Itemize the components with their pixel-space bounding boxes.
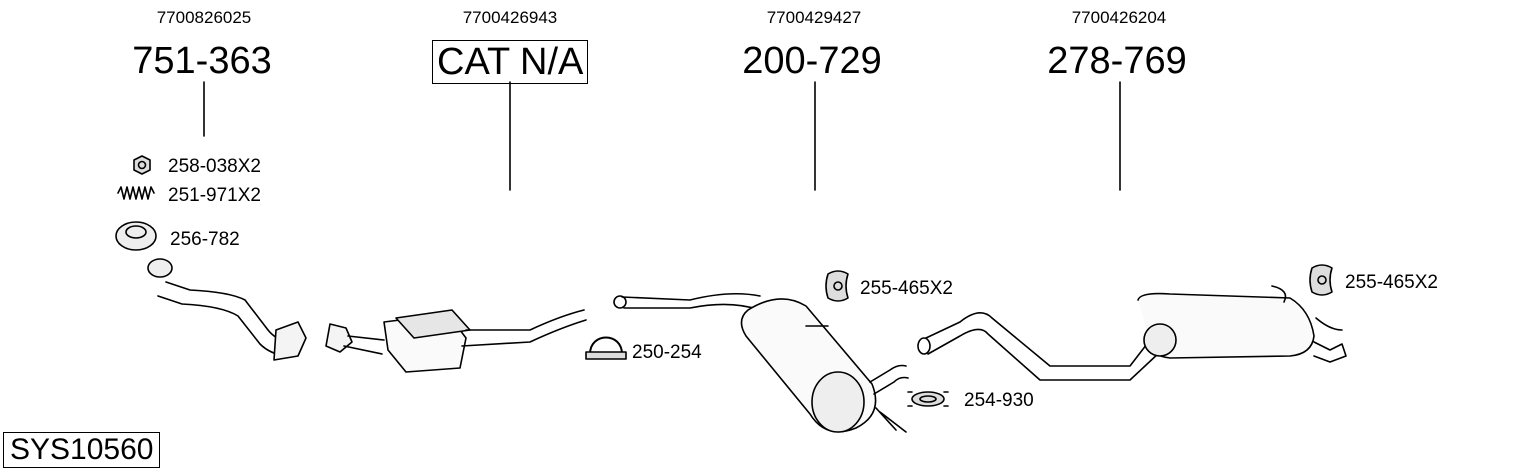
oem-number-1: 7700826025	[156, 8, 252, 27]
system-code: SYS10560	[3, 432, 161, 468]
rear-silencer	[917, 285, 1347, 381]
oem-number-3: 7700429427	[766, 8, 862, 27]
fitting-label-clamp[interactable]: 250-254	[632, 342, 702, 363]
oem-number-2: 7700426943	[462, 8, 558, 27]
part-number-2[interactable]: CAT N/A	[432, 40, 589, 84]
front-pipe	[147, 258, 307, 361]
fitting-label-hanger-1[interactable]: 255-465X2	[860, 278, 953, 299]
part-number-1[interactable]: 751-363	[132, 40, 272, 82]
fitting-label-spring[interactable]: 251-971X2	[168, 185, 261, 206]
rubber-hanger-icon	[825, 270, 849, 302]
oem-number-4: 7700426204	[1071, 8, 1167, 27]
nut-icon	[133, 155, 151, 175]
rubber-hanger-icon	[1309, 264, 1333, 296]
part-number-3[interactable]: 200-729	[742, 40, 882, 82]
clamp-icon	[585, 336, 627, 360]
fitting-label-nut[interactable]: 258-038X2	[168, 156, 261, 177]
flange-clamp-icon	[907, 391, 949, 407]
fitting-label-hanger-2[interactable]: 255-465X2	[1345, 272, 1438, 293]
part-number-4[interactable]: 278-769	[1047, 40, 1187, 82]
catalytic-converter	[325, 309, 587, 373]
center-muffler	[613, 292, 909, 433]
gasket-ring-icon	[115, 221, 157, 251]
fitting-label-flange-clamp[interactable]: 254-930	[964, 390, 1034, 411]
fitting-label-gasket[interactable]: 256-782	[170, 229, 240, 250]
spring-icon	[117, 186, 155, 200]
